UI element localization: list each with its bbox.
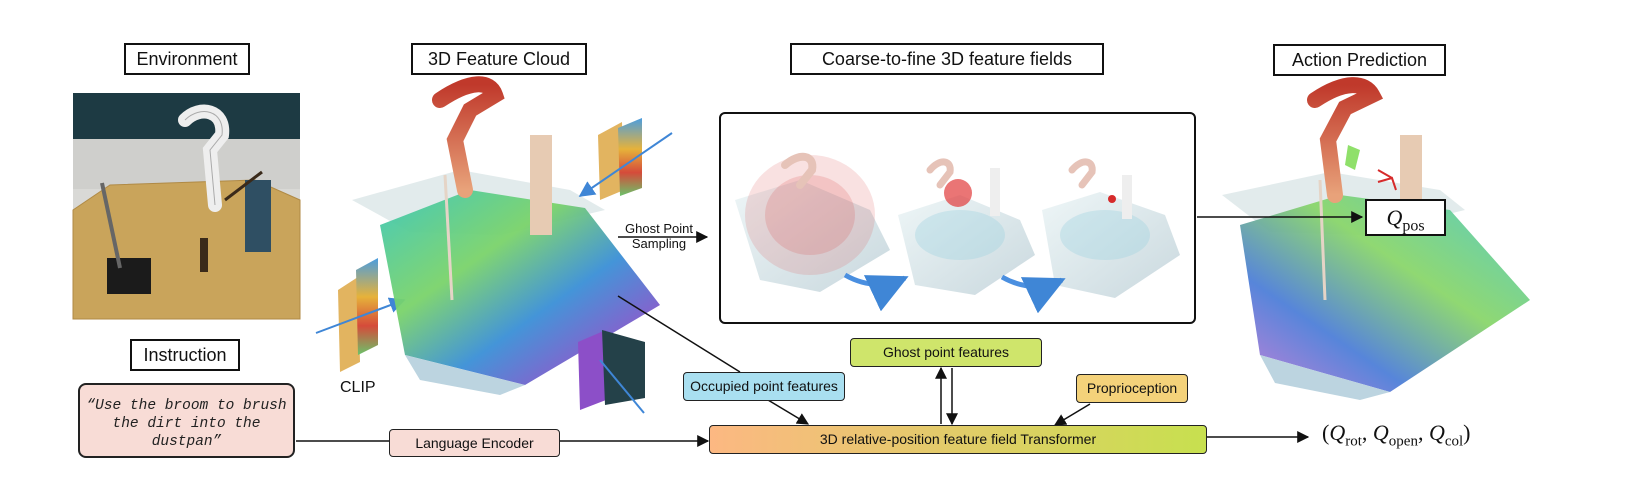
environment-image <box>72 93 301 320</box>
q-pos-subscript: pos <box>1402 217 1425 235</box>
instruction-header: Instruction <box>130 339 240 371</box>
fine-stage-image <box>1042 158 1180 298</box>
environment-header: Environment <box>124 43 250 75</box>
transformer-box: 3D relative-position feature field Trans… <box>709 425 1207 454</box>
q-col-subscript: col <box>1444 433 1464 450</box>
coarse-to-fine-header: Coarse-to-fine 3D feature fields <box>790 43 1104 75</box>
view-projection-arrow-bottom <box>599 359 645 414</box>
action-prediction-header: Action Prediction <box>1273 44 1446 76</box>
q-pos-symbol: Q <box>1386 205 1403 230</box>
medium-stage-image <box>898 158 1035 295</box>
action-prediction-image <box>1222 77 1530 400</box>
proprioception-box: Proprioception <box>1076 374 1188 403</box>
view-projection-arrow-top <box>578 132 673 197</box>
proprio-to-transformer-arrow <box>1053 403 1091 426</box>
occupied-features-box: Occupied point features <box>683 372 845 401</box>
q-rot-symbol: Q <box>1329 420 1346 445</box>
feature-cloud-image <box>352 76 660 410</box>
q-open-symbol: Q <box>1372 420 1389 445</box>
paren-open: ( <box>1322 420 1330 445</box>
ghost-features-box: Ghost point features <box>850 338 1042 367</box>
q-rot-subscript: rot <box>1345 433 1362 450</box>
refine-arrow-1 <box>843 272 909 312</box>
language-encoder-box: Language Encoder <box>389 429 560 457</box>
clip-feature-maps <box>338 258 378 372</box>
rotation-open-collision-output: (Qrot, Qopen, Qcol) <box>1322 420 1471 450</box>
q-open-subscript: open <box>1388 433 1418 450</box>
feature-cloud-header: 3D Feature Cloud <box>411 43 587 75</box>
clip-projection-arrow <box>315 297 406 334</box>
q-pos-box: Qpos <box>1365 199 1446 236</box>
clip-label: CLIP <box>340 379 376 396</box>
q-col-symbol: Q <box>1428 420 1445 445</box>
occupied-to-transformer-arrow <box>767 399 810 425</box>
cloud-to-occupied-line <box>617 295 741 373</box>
ghost-sampling-label: Ghost Point Sampling <box>620 221 698 251</box>
ghost-sampling-line1: Ghost Point <box>625 221 693 236</box>
paren-close: ) <box>1463 420 1471 445</box>
coarse-stage-image <box>735 152 890 292</box>
instruction-text: “Use the broom to brush the dirt into th… <box>78 383 295 458</box>
refine-arrow-2 <box>1000 274 1066 314</box>
ghost-sampling-line2: Sampling <box>631 236 687 251</box>
